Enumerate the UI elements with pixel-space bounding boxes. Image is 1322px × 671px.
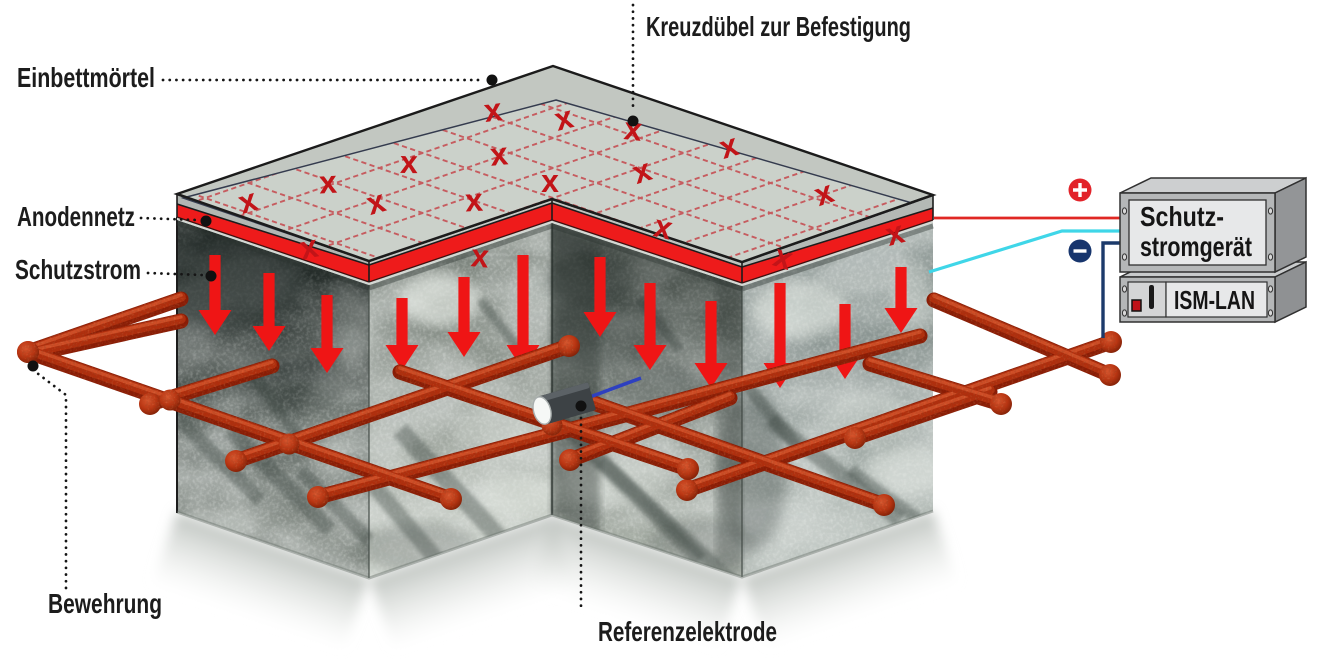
svg-text:stromgerät: stromgerät: [1140, 231, 1252, 262]
svg-text:x: x: [470, 237, 491, 274]
svg-text:x: x: [318, 164, 338, 201]
svg-text:Referenzelektrode: Referenzelektrode: [598, 616, 777, 647]
svg-text:Kreuzdübel zur Befestigung: Kreuzdübel zur Befestigung: [646, 11, 911, 42]
svg-text:x: x: [400, 144, 419, 180]
svg-text:x: x: [488, 135, 509, 172]
svg-text:Anodennetz: Anodennetz: [17, 201, 135, 232]
svg-text:x: x: [541, 163, 559, 199]
svg-text:Einbettmörtel: Einbettmörtel: [17, 62, 155, 93]
svg-text:Bewehrung: Bewehrung: [48, 588, 162, 619]
svg-text:ISM-LAN: ISM-LAN: [1174, 285, 1255, 315]
svg-text:Schutz-: Schutz-: [1140, 201, 1224, 232]
svg-text:x: x: [482, 91, 504, 129]
svg-text:Schutzstrom: Schutzstrom: [15, 254, 141, 285]
svg-text:x: x: [464, 182, 484, 219]
